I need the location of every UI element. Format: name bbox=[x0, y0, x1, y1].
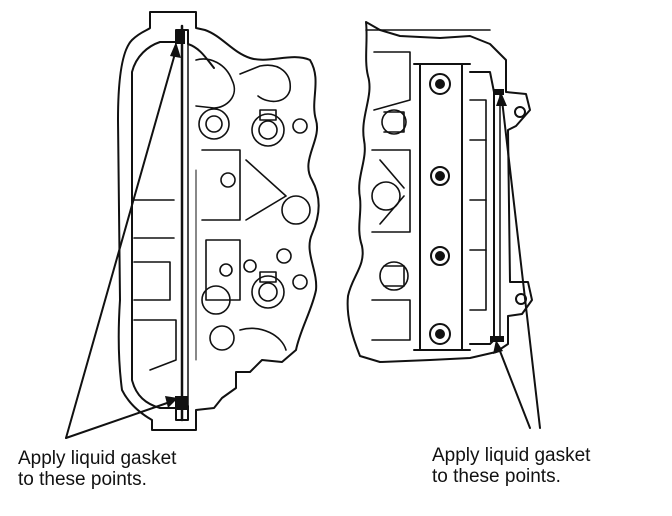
right-gasket-point-top bbox=[494, 89, 504, 95]
left-callout-line-2: to these points. bbox=[18, 469, 147, 490]
left-leader-lines bbox=[65, 42, 181, 439]
left-cylinder-head bbox=[117, 11, 320, 431]
right-gasket-point-bottom bbox=[490, 336, 504, 342]
left-callout-line-1: Apply liquid gasket bbox=[18, 448, 177, 469]
right-callout-line-1: Apply liquid gasket bbox=[432, 445, 591, 466]
right-leader-lines bbox=[493, 92, 541, 429]
right-head-outline bbox=[346, 21, 533, 363]
right-gasket-callout: Apply liquid gasket to these points. bbox=[432, 445, 590, 487]
right-cylinder-head bbox=[346, 21, 533, 363]
left-head-inner-outline bbox=[131, 29, 215, 421]
left-gasket-point-bottom bbox=[175, 396, 188, 410]
right-callout-line-2: to these points. bbox=[432, 466, 561, 487]
left-head-outline bbox=[117, 11, 320, 431]
right-head-plate bbox=[419, 63, 463, 351]
left-gasket-callout: Apply liquid gasket to these points. bbox=[18, 448, 176, 490]
left-gasket-point-top bbox=[175, 31, 185, 44]
